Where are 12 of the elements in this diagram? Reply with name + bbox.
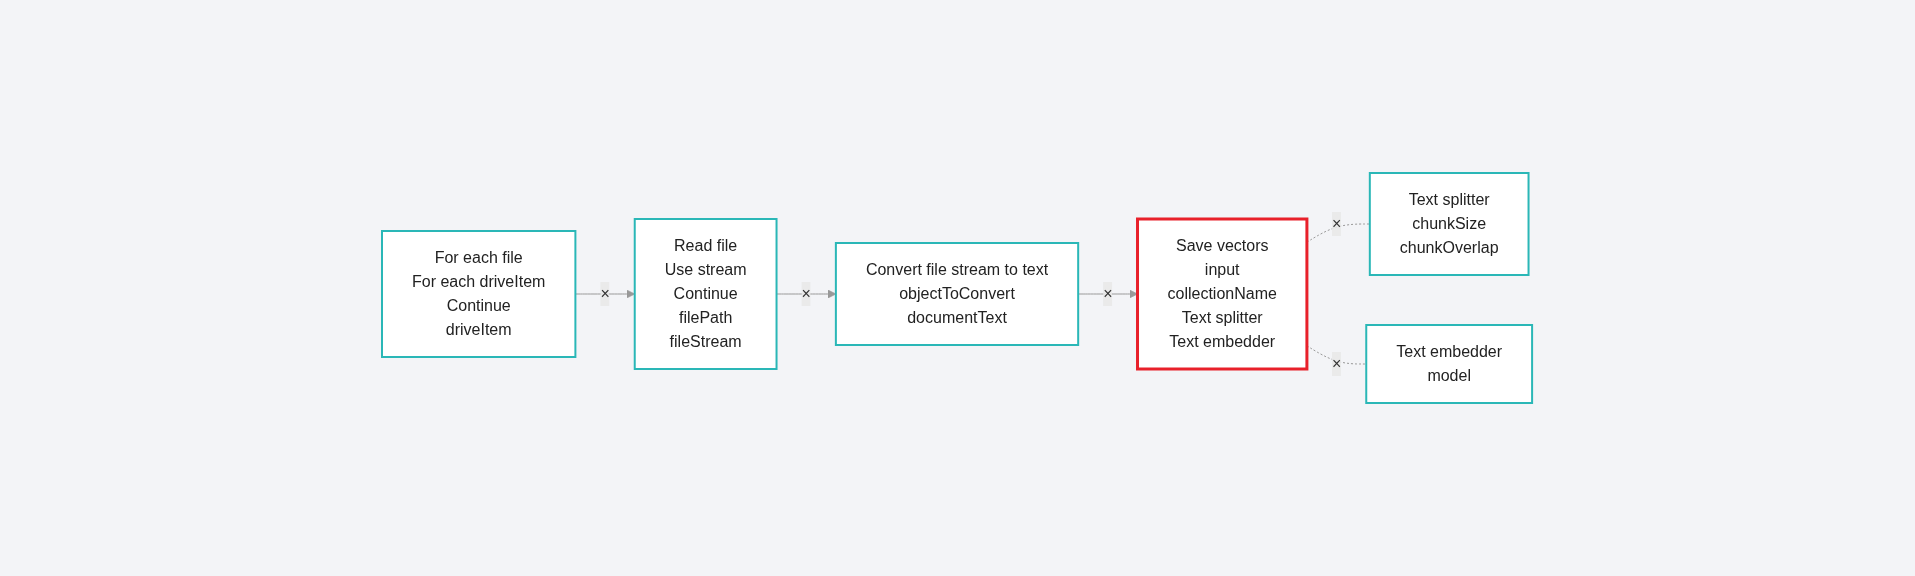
node-box: For each file For each driveItem Continue driveItem [381, 230, 577, 358]
node-box: Text splitter chunkSize chunkOverlap [1369, 172, 1530, 276]
edge-label: × [1332, 355, 1342, 372]
node-box: Text embedder model [1365, 324, 1534, 404]
edge-label: × [801, 285, 812, 302]
node-box: Save vectors input collectionName Text splitter Text embedder [1136, 217, 1309, 371]
edge-label: × [1332, 215, 1342, 232]
edge-label: × [600, 285, 611, 302]
node-box: Convert file stream to text objectToConvert documentText [835, 242, 1080, 346]
edge-label: × [1103, 285, 1113, 302]
node-box: Read file Use stream Continue filePath fileStream [634, 218, 778, 370]
arrow [776, 289, 837, 299]
